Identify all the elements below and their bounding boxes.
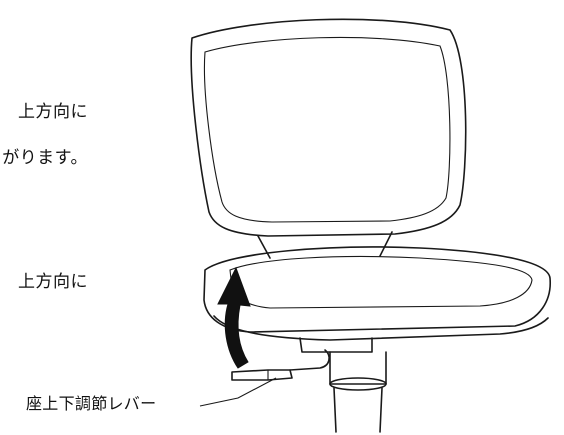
chair-seat-inner: [229, 255, 533, 309]
chair-back-support: [257, 235, 271, 259]
callout-leader-line: [199, 377, 277, 407]
chair-mechanism: [299, 337, 373, 353]
chair-seat-underside: [213, 315, 549, 341]
chair-gas-cylinder-top: [329, 351, 387, 385]
curved-up-arrow-icon: [217, 266, 251, 369]
chair-cylinder-collar: [329, 377, 387, 391]
chair-back-support-right: [379, 231, 393, 257]
chair-seat: [203, 246, 551, 333]
lever-callout-label: 座上下調節レバー: [26, 394, 157, 413]
chair-lever-rod: [289, 349, 330, 371]
chair-backrest: [190, 18, 467, 237]
height-adjust-lever: [231, 369, 293, 381]
instruction-text-line-3: 上方向に: [18, 272, 88, 292]
chair-gas-cylinder: [333, 387, 383, 433]
chair-backrest-inner: [203, 36, 451, 223]
instruction-text-line-2: がります。: [2, 148, 88, 168]
instruction-text-line-1: 上方向に: [18, 102, 88, 122]
